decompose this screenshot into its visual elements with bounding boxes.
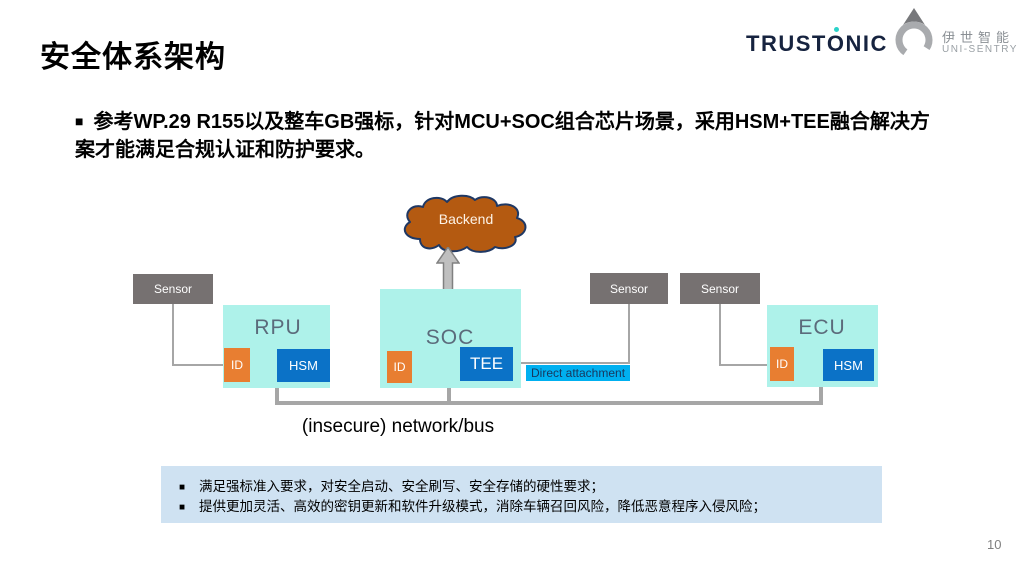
notes-panel: ■满足强标准入要求，对安全启动、安全刷写、安全存储的硬性要求； ■提供更加灵活、… <box>161 466 882 523</box>
direct-attachment-tag: Direct attachment <box>526 365 631 381</box>
connector-sensor-middle-vertical <box>628 304 630 364</box>
sensor-box-left: Sensor <box>133 274 213 304</box>
page-number: 10 <box>987 537 1002 552</box>
trustonic-text-left: TRUST <box>746 31 827 56</box>
ecu-label: ECU <box>798 316 846 339</box>
page-title: 安全体系架构 <box>40 41 226 74</box>
note-item-1: ■满足强标准入要求，对安全启动、安全刷写、安全存储的硬性要求； <box>179 479 605 494</box>
intro-text: 参考WP.29 R155以及整车GB强标，针对MCU+SOC组合芯片场景，采用H… <box>75 111 930 161</box>
trustonic-text-right: NIC <box>845 31 888 56</box>
rpu-id-box: ID <box>224 348 250 382</box>
ecu-hsm-box: HSM <box>823 349 874 381</box>
bus-label: (insecure) network/bus <box>301 416 495 437</box>
rpu-hsm-box: HSM <box>277 349 330 382</box>
note-item-2: ■提供更加灵活、高效的密钥更新和软件升级模式，消除车辆召回风险，降低恶意程序入侵… <box>179 499 767 514</box>
ecu-id-box: ID <box>770 347 794 381</box>
uplink-arrow-icon <box>436 247 460 293</box>
note-bullet-icon: ■ <box>179 482 186 493</box>
bus-stub-rpu <box>275 388 279 403</box>
intro-bullet-icon: ■ <box>75 113 84 129</box>
sensor-box-right: Sensor <box>680 273 760 304</box>
backend-label: Backend <box>438 211 494 227</box>
soc-label: SOC <box>425 326 475 349</box>
trustonic-teal-dot-icon <box>834 27 840 32</box>
sensor-box-middle: Sensor <box>590 273 668 304</box>
unisentry-droplet-icon <box>895 8 933 59</box>
backend-cloud-icon <box>403 194 527 253</box>
note-bullet-icon: ■ <box>179 502 186 513</box>
bus-line <box>275 401 823 405</box>
intro-paragraph: ■参考WP.29 R155以及整车GB强标，针对MCU+SOC组合芯片场景，采用… <box>75 107 943 164</box>
connector-sensor-middle-horizontal <box>513 362 630 364</box>
trustonic-letter-o: O <box>827 27 846 57</box>
bus-stub-soc <box>447 388 451 403</box>
connector-sensor-right-vertical <box>719 304 721 366</box>
soc-tee-box: TEE <box>460 347 513 381</box>
soc-id-box: ID <box>387 351 412 383</box>
connector-sensor-right-horizontal <box>719 364 770 366</box>
rpu-label: RPU <box>254 316 302 339</box>
bus-stub-ecu <box>819 387 823 403</box>
connector-sensor-left-horizontal <box>172 364 224 366</box>
unisentry-en-name: UNI-SENTRY <box>942 44 1018 55</box>
connector-sensor-left-vertical <box>172 304 174 366</box>
unisentry-cn-name: 伊世智能 <box>942 30 1015 45</box>
